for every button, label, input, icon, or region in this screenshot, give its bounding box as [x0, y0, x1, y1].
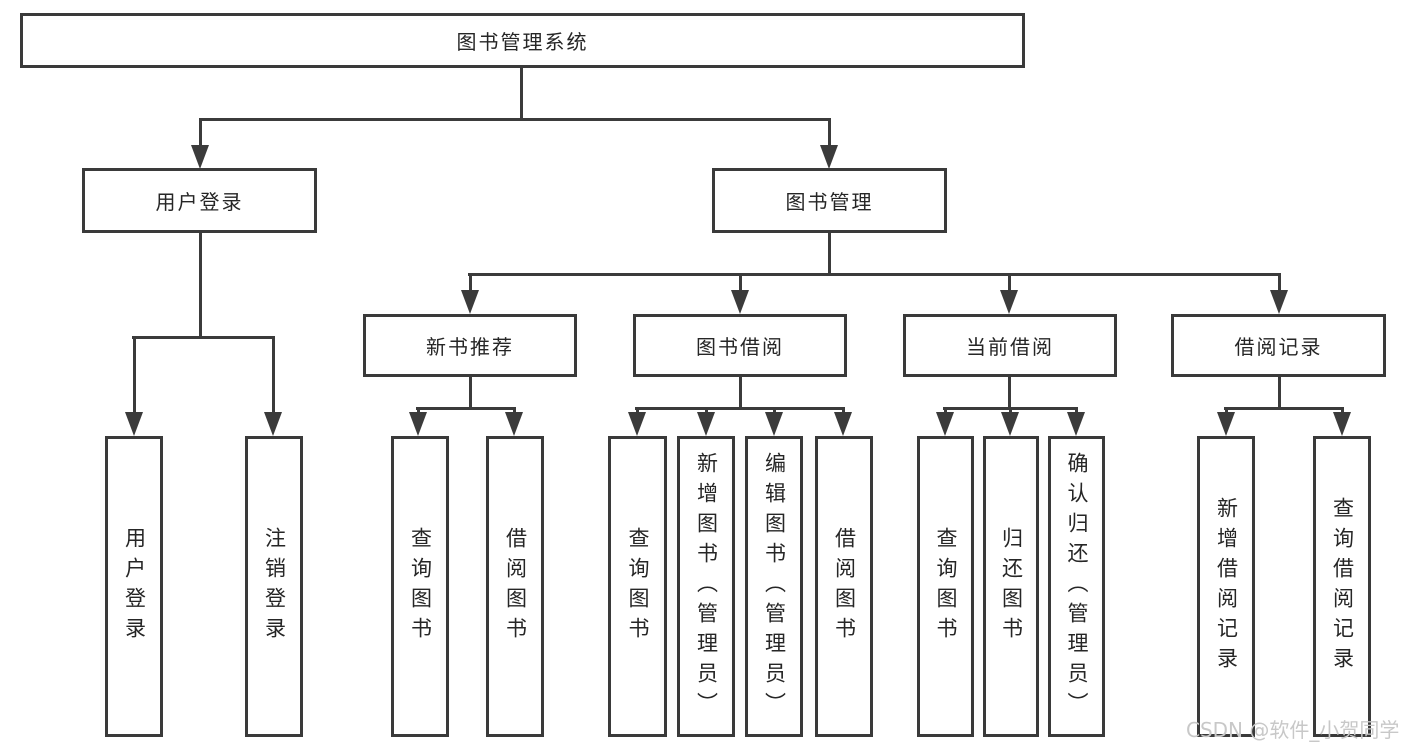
- arrowhead-down-icon: [731, 290, 749, 314]
- leaf-add-book-admin-label: 新增图书（管理员）: [694, 451, 719, 722]
- connector-vline: [1341, 407, 1344, 413]
- connector-vline: [842, 407, 845, 413]
- connector-vline: [944, 407, 947, 413]
- node-new-book-recommend: 新书推荐: [363, 314, 577, 377]
- connector-vline: [520, 68, 523, 121]
- arrowhead-down-icon: [834, 412, 852, 436]
- connector-vline: [828, 233, 831, 276]
- node-book-borrow: 图书借阅: [633, 314, 847, 377]
- connector-vline: [636, 407, 639, 413]
- arrowhead-down-icon: [1217, 412, 1235, 436]
- leaf-borrow-books: 借阅图书: [815, 436, 873, 737]
- connector-vline: [739, 377, 742, 410]
- leaf-query-books-current: 查询图书: [917, 436, 974, 737]
- connector-vline: [1008, 273, 1011, 290]
- arrowhead-down-icon: [1270, 290, 1288, 314]
- leaf-user-login: 用户登录: [105, 436, 163, 737]
- root-node-label: 图书管理系统: [456, 30, 589, 54]
- connector-hline: [199, 118, 831, 121]
- node-book-management-label: 图书管理: [785, 190, 874, 214]
- arrowhead-down-icon: [264, 412, 282, 436]
- arrowhead-down-icon: [697, 412, 715, 436]
- leaf-borrow-books-recommend: 借阅图书: [486, 436, 544, 737]
- connector-hline: [1224, 407, 1344, 410]
- leaf-query-books-current-label: 查询图书: [934, 526, 958, 647]
- node-current-borrow-label: 当前借阅: [966, 335, 1054, 359]
- arrowhead-down-icon: [1333, 412, 1351, 436]
- connector-vline: [199, 118, 202, 145]
- arrowhead-down-icon: [1000, 290, 1018, 314]
- arrowhead-down-icon: [505, 412, 523, 436]
- watermark: CSDN @软件_小贺同学: [1186, 718, 1400, 742]
- connector-vline: [1008, 377, 1011, 410]
- connector-hline: [635, 407, 845, 410]
- leaf-query-borrow-record-label: 查询借阅记录: [1330, 496, 1355, 677]
- node-borrow-records-label: 借阅记录: [1234, 335, 1323, 359]
- leaf-confirm-return-admin: 确认归还（管理员）: [1048, 436, 1105, 737]
- leaf-query-books-borrow-label: 查询图书: [626, 526, 650, 647]
- node-current-borrow: 当前借阅: [903, 314, 1117, 377]
- leaf-query-books-borrow: 查询图书: [608, 436, 667, 737]
- connector-hline: [416, 407, 516, 410]
- connector-vline: [1009, 407, 1012, 413]
- node-book-borrow-label: 图书借阅: [696, 335, 784, 359]
- arrowhead-down-icon: [628, 412, 646, 436]
- leaf-borrow-books-label: 借阅图书: [832, 526, 857, 647]
- leaf-add-borrow-record: 新增借阅记录: [1197, 436, 1255, 737]
- arrowhead-down-icon: [765, 412, 783, 436]
- connector-vline: [513, 407, 516, 413]
- arrowhead-down-icon: [820, 145, 838, 169]
- arrowhead-down-icon: [1001, 412, 1019, 436]
- connector-vline: [1225, 407, 1228, 413]
- arrowhead-down-icon: [936, 412, 954, 436]
- arrowhead-down-icon: [191, 145, 209, 169]
- node-book-management: 图书管理: [712, 168, 947, 233]
- node-borrow-records: 借阅记录: [1171, 314, 1386, 377]
- node-user-login: 用户登录: [82, 168, 317, 233]
- leaf-return-books: 归还图书: [983, 436, 1039, 737]
- connector-vline: [469, 377, 472, 410]
- connector-hline: [132, 336, 275, 339]
- leaf-logout-label: 注销登录: [262, 526, 287, 647]
- connector-hline: [468, 273, 1281, 276]
- node-new-book-recommend-label: 新书推荐: [426, 335, 514, 359]
- connector-vline: [417, 407, 420, 413]
- connector-vline: [1278, 377, 1281, 410]
- leaf-edit-book-admin: 编辑图书（管理员）: [745, 436, 803, 737]
- leaf-query-borrow-record: 查询借阅记录: [1313, 436, 1371, 737]
- leaf-user-login-label: 用户登录: [122, 526, 147, 647]
- connector-vline: [773, 407, 776, 413]
- connector-vline: [705, 407, 708, 413]
- leaf-edit-book-admin-label: 编辑图书（管理员）: [762, 451, 787, 722]
- leaf-query-books-recommend-label: 查询图书: [408, 526, 433, 647]
- connector-vline: [199, 233, 202, 339]
- arrowhead-down-icon: [1067, 412, 1085, 436]
- leaf-add-borrow-record-label: 新增借阅记录: [1214, 496, 1239, 677]
- leaf-borrow-books-recommend-label: 借阅图书: [503, 526, 528, 647]
- connector-vline: [739, 273, 742, 290]
- leaf-confirm-return-admin-label: 确认归还（管理员）: [1065, 451, 1089, 722]
- connector-vline: [272, 336, 275, 413]
- arrowhead-down-icon: [409, 412, 427, 436]
- leaf-return-books-label: 归还图书: [999, 526, 1024, 647]
- leaf-add-book-admin: 新增图书（管理员）: [677, 436, 735, 737]
- leaf-query-books-recommend: 查询图书: [391, 436, 449, 737]
- connector-vline: [828, 118, 831, 145]
- leaf-logout: 注销登录: [245, 436, 303, 737]
- connector-vline: [469, 273, 472, 290]
- connector-vline: [133, 336, 136, 413]
- arrowhead-down-icon: [125, 412, 143, 436]
- node-user-login-label: 用户登录: [155, 190, 244, 214]
- connector-vline: [1278, 273, 1281, 290]
- root-node: 图书管理系统: [20, 13, 1025, 68]
- arrowhead-down-icon: [461, 290, 479, 314]
- connector-vline: [1075, 407, 1078, 413]
